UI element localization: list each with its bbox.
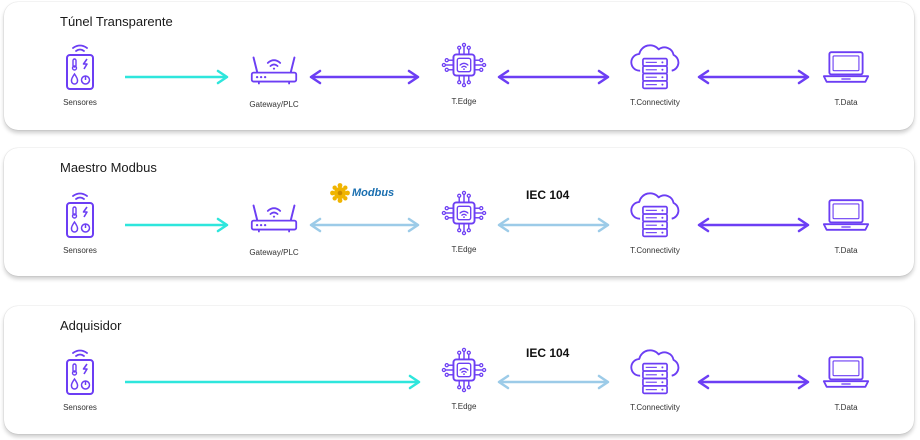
modbus-gear-icon [330,183,350,203]
node-label: T.Data [834,403,858,412]
arrow-sensores-gateway [125,69,229,85]
router-icon [249,54,299,86]
node-label: T.Edge [451,245,477,254]
node-data: T.Data [796,196,896,255]
modbus-logo: Modbus [329,182,394,204]
node-connectivity: T.Connectivity [605,42,705,107]
node-connectivity: T.Connectivity [605,347,705,412]
panel-title: Adquisidor [60,318,122,333]
chip-icon [441,42,487,88]
laptop-icon [822,353,870,391]
node-data: T.Data [796,48,896,107]
node-edge: T.Edge [414,190,514,254]
node-label: Gateway/PLC [249,248,299,257]
arrow-edge-connectivity [497,217,610,233]
node-gateway: Gateway/PLC [224,202,324,257]
node-label: T.Edge [451,402,477,411]
node-label: T.Edge [451,97,477,106]
node-sensores: Sensores [30,190,130,255]
sensor-icon [60,42,100,92]
node-gateway: Gateway/PLC [224,54,324,109]
node-edge: T.Edge [414,347,514,411]
chip-icon [441,347,487,393]
connectors [125,69,810,85]
laptop-icon [822,48,870,86]
panel-tunel-transparente: Túnel Transparente Sensores Gateway/PLC [4,2,914,130]
arrow-connectivity-data [697,217,810,233]
panel-title: Túnel Transparente [60,14,173,29]
arrow-sensores-gateway [125,217,229,233]
arrow-edge-connectivity [497,69,610,85]
cloud-server-icon [629,347,681,397]
arrow-connectivity-data [697,69,810,85]
node-label: Sensores [63,98,97,107]
node-sensores: Sensores [30,347,130,412]
node-label: T.Data [834,98,858,107]
panel-adquisidor: Adquisidor IEC 104 Sensores T.Edge T.Con… [4,306,914,434]
sensor-icon [60,347,100,397]
connectors [125,217,810,233]
arrow-connectivity-data [697,374,810,390]
node-label: T.Data [834,246,858,255]
node-sensores: Sensores [30,42,130,107]
node-label: T.Connectivity [630,403,680,412]
cloud-server-icon [629,190,681,240]
laptop-icon [822,196,870,234]
node-connectivity: T.Connectivity [605,190,705,255]
node-label: T.Connectivity [630,98,680,107]
protocol-label: IEC 104 [526,188,570,202]
connectors [125,374,810,390]
arrow-edge-connectivity [497,374,610,390]
cloud-server-icon [629,42,681,92]
sensor-icon [60,190,100,240]
node-label: Sensores [63,246,97,255]
node-label: Sensores [63,403,97,412]
arrow-gateway-edge [309,217,420,233]
node-label: Gateway/PLC [249,100,299,109]
router-icon [249,202,299,234]
node-edge: T.Edge [414,42,514,106]
panel-title: Maestro Modbus [60,160,157,175]
node-label: T.Connectivity [630,246,680,255]
node-data: T.Data [796,353,896,412]
modbus-logo-text: Modbus [352,187,395,199]
panel-maestro-modbus: Maestro Modbus [4,148,914,276]
protocol-label: IEC 104 [526,346,570,360]
arrow-gateway-edge [309,69,420,85]
arrow-sensores-edge [125,374,421,390]
chip-icon [441,190,487,236]
